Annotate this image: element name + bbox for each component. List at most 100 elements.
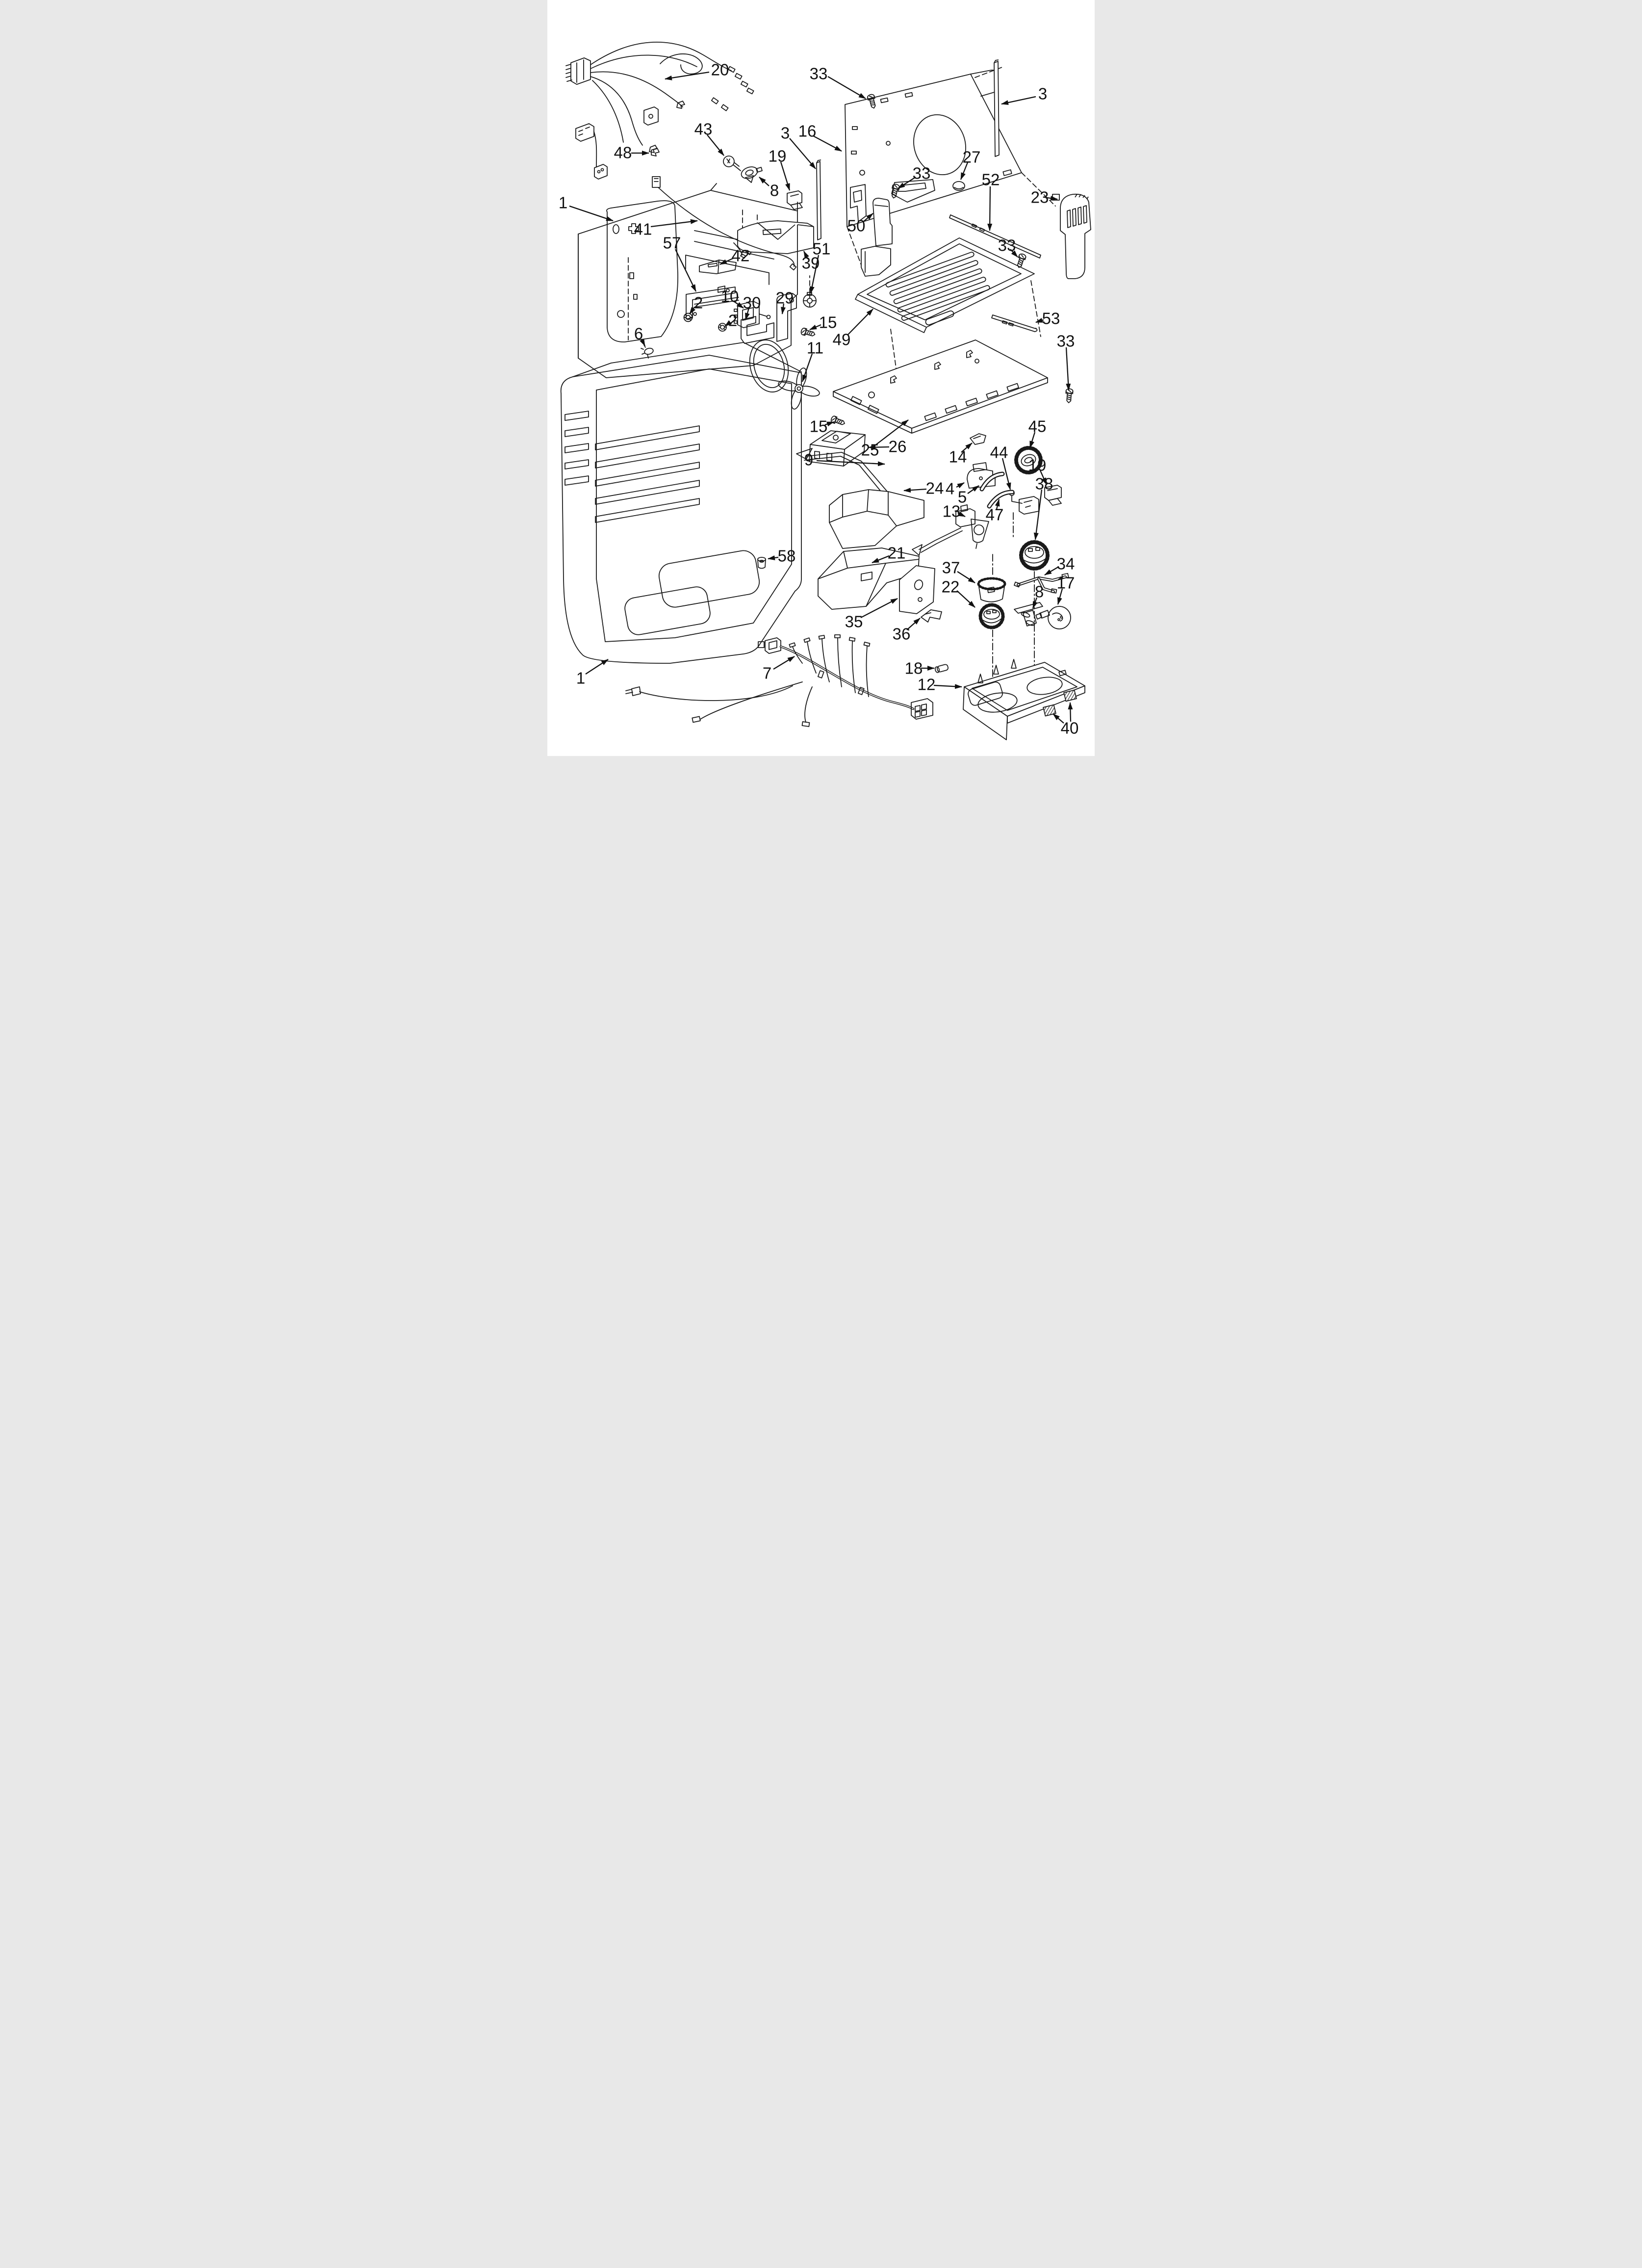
callout-label-47-43: 47: [986, 506, 1004, 524]
timer-gear-38: [1019, 540, 1050, 571]
callout-leader-39: [803, 251, 809, 260]
callout-label-37-46: 37: [942, 559, 960, 577]
callout-leader-50: [862, 213, 873, 223]
screw-33: [1065, 388, 1074, 404]
callout-leader-49: [847, 309, 873, 336]
wiring-harness-bottom: [625, 634, 933, 727]
vent-tower: [1052, 193, 1091, 279]
callout-leader-41: [650, 219, 698, 228]
callout-label-30-24: 30: [743, 294, 761, 312]
callout-leader-21: [872, 555, 890, 564]
drain-hose-5: [979, 471, 1005, 492]
fan-blade-11: [778, 367, 820, 410]
callout-leader-4: [956, 482, 965, 489]
callout-leader-25: [874, 419, 909, 446]
callout-label-19-12: 19: [769, 147, 787, 165]
callout-label-58-54: 58: [778, 547, 796, 565]
callout-label-5-41: 5: [958, 488, 967, 506]
callout-leader-19: [1039, 470, 1048, 485]
drain-plate-14: [970, 433, 986, 445]
callout-label-18-56: 18: [905, 659, 923, 678]
callout-leader-35: [860, 598, 898, 619]
trim-strip-left: [816, 159, 821, 240]
callout-label-33-31: 33: [1057, 332, 1075, 350]
callout-leader-22: [956, 590, 975, 608]
callout-leader-20: [665, 71, 710, 80]
callout-label-2-21: 2: [694, 294, 703, 312]
callout-label-41-15: 41: [634, 220, 652, 238]
callout-label-33-10: 33: [913, 164, 931, 182]
callout-label-24-37: 24: [926, 479, 944, 497]
callout-label-1-14: 1: [559, 194, 567, 212]
callout-label-23-9: 23: [1031, 188, 1049, 207]
callout-label-48-1: 48: [614, 144, 632, 162]
callout-leader-47: [995, 499, 1000, 510]
rail-53: [991, 314, 1038, 332]
callout-leader-24: [903, 488, 927, 493]
air-duct: [861, 198, 893, 277]
callout-leader-51: [809, 255, 820, 294]
callout-leader-45: [1029, 432, 1036, 448]
callout-leader-44: [1001, 458, 1011, 490]
plug-cap-27: [952, 181, 965, 191]
callout-leader-34: [1044, 566, 1059, 575]
callout-label-42-17: 42: [732, 247, 750, 265]
callout-label-27-7: 27: [963, 148, 981, 166]
grommet-2: [683, 313, 693, 322]
callout-leader-8: [759, 177, 770, 186]
callout-leader-57: [674, 249, 697, 292]
clip-36: [921, 609, 942, 623]
callout-leader-15: [824, 421, 834, 427]
callout-label-8-50: 8: [1035, 583, 1044, 601]
gear-22: [978, 603, 1005, 629]
wiring-harness-top: [565, 41, 754, 180]
bracket-57: [686, 286, 739, 319]
callout-leader-12: [933, 684, 962, 689]
callout-leader-33: [898, 177, 916, 189]
bulb-socket-8-lower: [1014, 602, 1043, 626]
callout-leader-37: [957, 571, 975, 583]
defrost-thermostat-4: [967, 462, 996, 489]
light-bulb-43: [723, 156, 741, 171]
callout-label-52-8: 52: [982, 171, 1000, 189]
refrigerator-parts-diagram: 2048433163332752233333198141574239505121…: [559, 41, 1091, 740]
callout-label-51-20: 51: [813, 240, 831, 258]
callout-label-20-0: 20: [711, 61, 729, 79]
callout-label-4-40: 4: [946, 480, 954, 498]
callout-leader-6: [640, 339, 646, 346]
callout-label-57-16: 57: [663, 234, 681, 252]
callout-label-44-39: 44: [990, 443, 1008, 462]
callout-leader-38: [1033, 489, 1043, 540]
callout-label-19-44: 19: [1028, 456, 1047, 474]
screw-15: [800, 327, 817, 339]
callout-leader-30: [744, 308, 750, 320]
callout-leader-36: [906, 618, 921, 630]
light-bulb-17: [1035, 606, 1071, 629]
callout-leader-29: [781, 303, 786, 314]
callout-leader-33: [827, 76, 866, 99]
callout-label-3-6: 3: [1038, 85, 1047, 103]
callout-leader-43: [707, 134, 724, 156]
callout-leader-33: [1065, 347, 1071, 391]
relay-19-upper: [787, 190, 803, 210]
callout-leader-16: [813, 135, 842, 152]
callout-leader-14: [961, 443, 973, 453]
callout-leader-19: [780, 161, 791, 191]
clip-48: [651, 148, 660, 156]
screw-33: [866, 93, 878, 110]
callout-leader-53: [1035, 318, 1044, 323]
callout-leader-5: [967, 485, 979, 494]
callout-label-15-32: 15: [810, 417, 828, 436]
fan-bracket-29: [776, 293, 797, 342]
flex-strip-34: [1014, 573, 1069, 594]
callout-leader-3: [1001, 96, 1036, 105]
callout-label-25-34: 25: [861, 441, 879, 459]
callout-label-40-58: 40: [1061, 719, 1079, 737]
callout-label-16-4: 16: [798, 122, 817, 140]
plate-42: [699, 260, 737, 274]
liner-lower: [560, 342, 802, 664]
callout-leader-8: [1032, 597, 1038, 609]
relay-19-lower: [1044, 485, 1062, 506]
capacitor-18: [934, 664, 949, 673]
